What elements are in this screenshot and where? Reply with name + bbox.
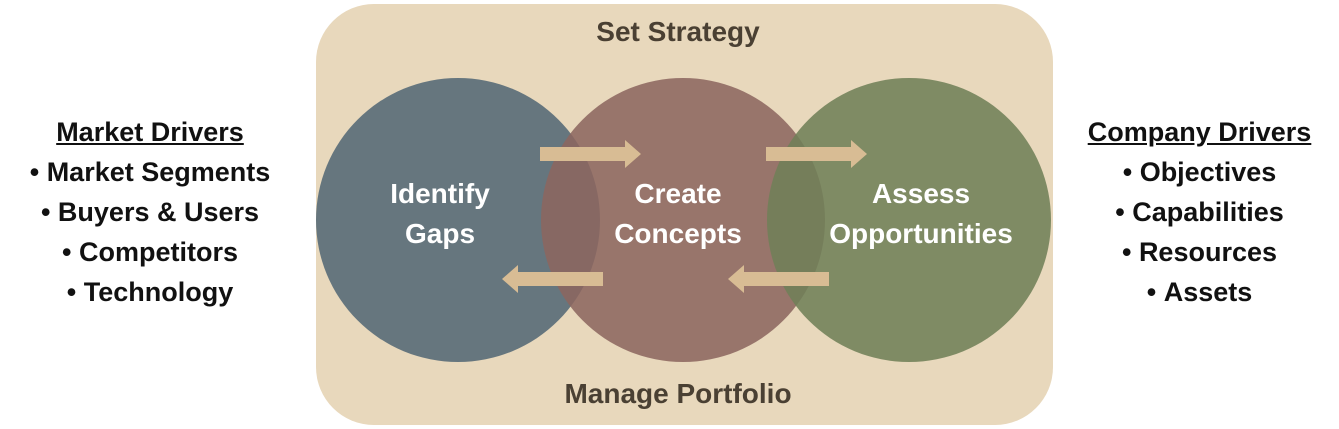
create-concepts-label: Create: [634, 178, 721, 209]
company-driver-item: Capabilities: [1060, 192, 1339, 232]
market-drivers-list: Market Drivers Market Segments Buyers & …: [0, 112, 300, 312]
arrow-left-icon: [502, 265, 603, 293]
market-drivers-title: Market Drivers: [56, 117, 244, 147]
market-driver-item: Competitors: [0, 232, 300, 272]
market-driver-item: Market Segments: [0, 152, 300, 192]
identify-gaps-circle: [316, 78, 600, 362]
identify-gaps-label: Gaps: [405, 218, 475, 249]
manage-portfolio-label: Manage Portfolio: [564, 378, 791, 409]
company-drivers-title: Company Drivers: [1087, 117, 1312, 147]
company-driver-item: Assets: [1060, 272, 1339, 312]
company-drivers-list: Company Drivers Objectives Capabilities …: [1060, 112, 1339, 312]
company-driver-item: Resources: [1060, 232, 1339, 272]
arrow-right-icon: [540, 140, 641, 168]
arrow-right-icon: [766, 140, 867, 168]
assess-opportunities-label: Assess: [872, 178, 970, 209]
company-driver-item: Objectives: [1060, 152, 1339, 192]
arrow-left-icon: [728, 265, 829, 293]
market-driver-item: Buyers & Users: [0, 192, 300, 232]
market-driver-item: Technology: [0, 272, 300, 312]
identify-gaps-label: Identify: [390, 178, 490, 209]
create-concepts-label: Concepts: [614, 218, 742, 249]
assess-opportunities-label: Opportunities: [829, 218, 1013, 249]
set-strategy-label: Set Strategy: [596, 16, 760, 47]
